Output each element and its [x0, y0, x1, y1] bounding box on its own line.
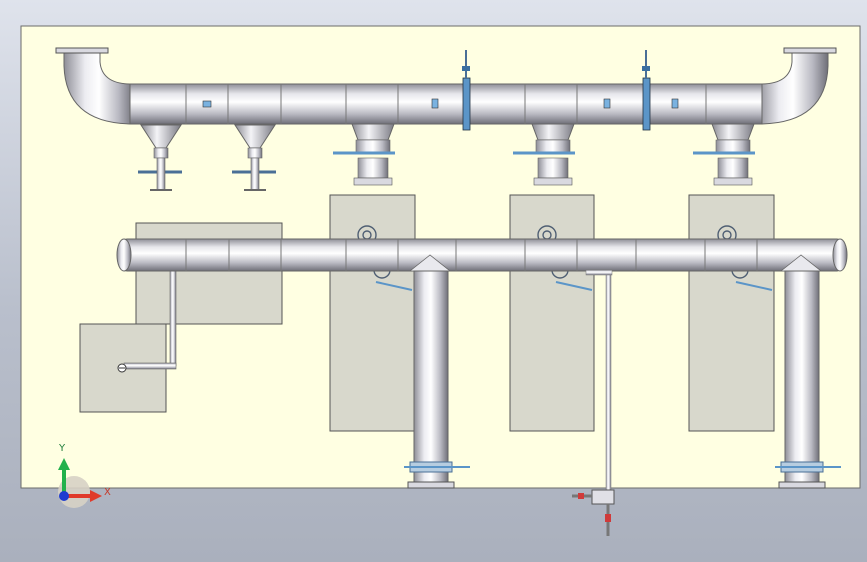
hopper-small-2[interactable]: [232, 124, 276, 191]
gate-valve-2[interactable]: [642, 50, 651, 131]
x-axis-label: X: [104, 487, 111, 498]
hopper-large-2[interactable]: [513, 123, 575, 186]
z-axis-dot: [59, 491, 69, 501]
hopper-large-3[interactable]: [693, 123, 755, 186]
downcomer-left[interactable]: [404, 254, 470, 489]
coordinate-triad: [58, 458, 102, 508]
tank-3[interactable]: [688, 194, 775, 432]
hopper-small-1[interactable]: [138, 124, 182, 191]
hopper-large-1[interactable]: [333, 123, 395, 186]
flange-right: [783, 47, 837, 54]
lower-header-pipe[interactable]: [116, 238, 848, 272]
y-axis-label: Y: [59, 443, 66, 454]
tank-2[interactable]: [509, 194, 595, 432]
tank-left-upper[interactable]: [135, 222, 283, 325]
tank-1[interactable]: [329, 194, 416, 432]
gate-valve-1[interactable]: [462, 50, 471, 131]
upper-header-pipe[interactable]: [55, 47, 837, 125]
downcomer-right[interactable]: [775, 254, 841, 489]
red-valve-icon[interactable]: [605, 514, 611, 522]
flange-left: [55, 47, 109, 54]
sample-line[interactable]: [572, 269, 615, 536]
red-valve-icon[interactable]: [578, 493, 584, 499]
